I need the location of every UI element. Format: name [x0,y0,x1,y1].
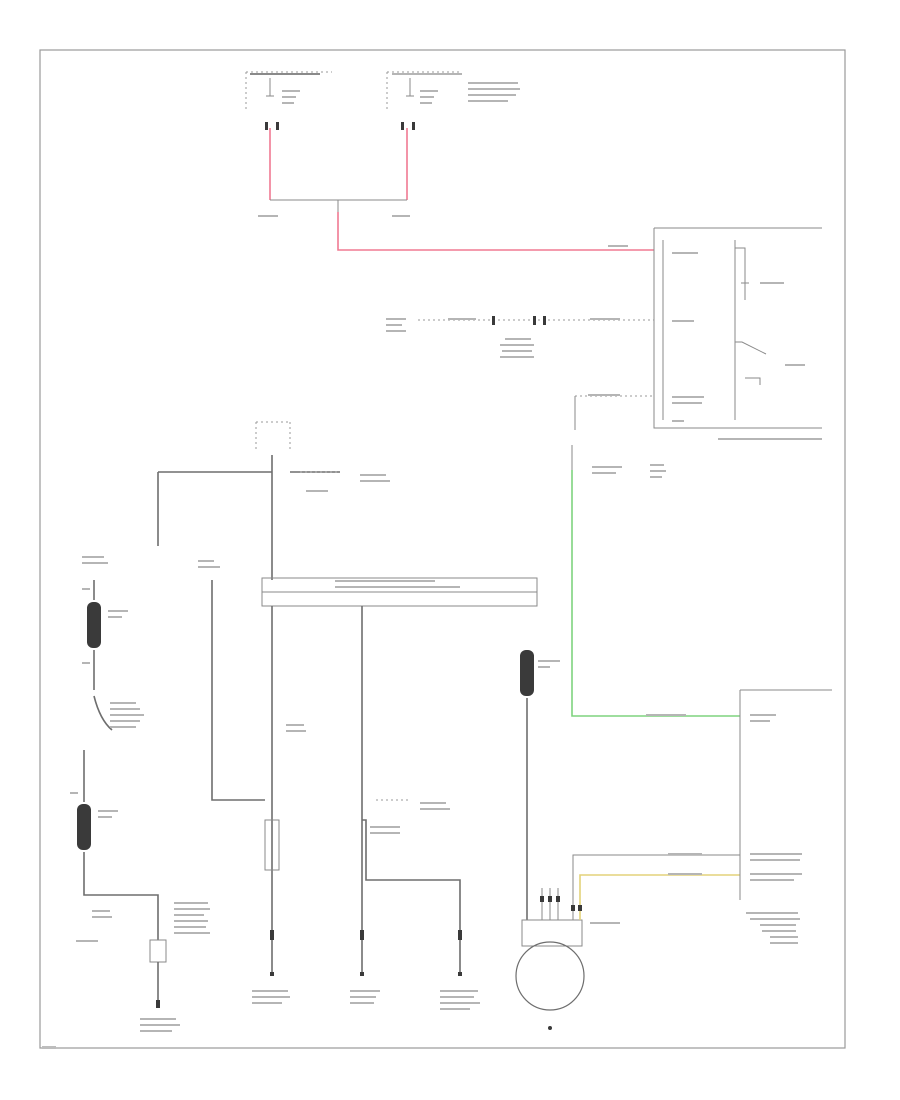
connector-icon [265,122,415,130]
ground-bus [157,421,390,580]
generator-icon [515,919,585,1030]
left-battery-circuit [70,556,210,1032]
fusible-link-icon [77,804,91,850]
fusible-link-icon [87,602,101,648]
powertrain-control-module [739,689,832,944]
ignition-feed-wire [386,316,654,358]
splice-pack [261,577,538,607]
gauge-switch-icon [735,341,767,385]
fuse-block [245,71,520,130]
battery-icon [149,939,167,963]
fusible-link-icon [520,650,534,696]
power-feed-wire [258,128,654,251]
corner-tag [42,1046,56,1049]
lower-center-wiring [198,560,480,1010]
generator-circuit [515,650,740,1030]
fuse-icon [266,78,414,97]
ground-connector-icon [270,930,462,976]
charge-indicator-wire [571,394,740,717]
diagram-border [39,49,846,1049]
battery-indicator-icon [741,262,749,290]
instrument-panel-cluster [653,227,822,440]
